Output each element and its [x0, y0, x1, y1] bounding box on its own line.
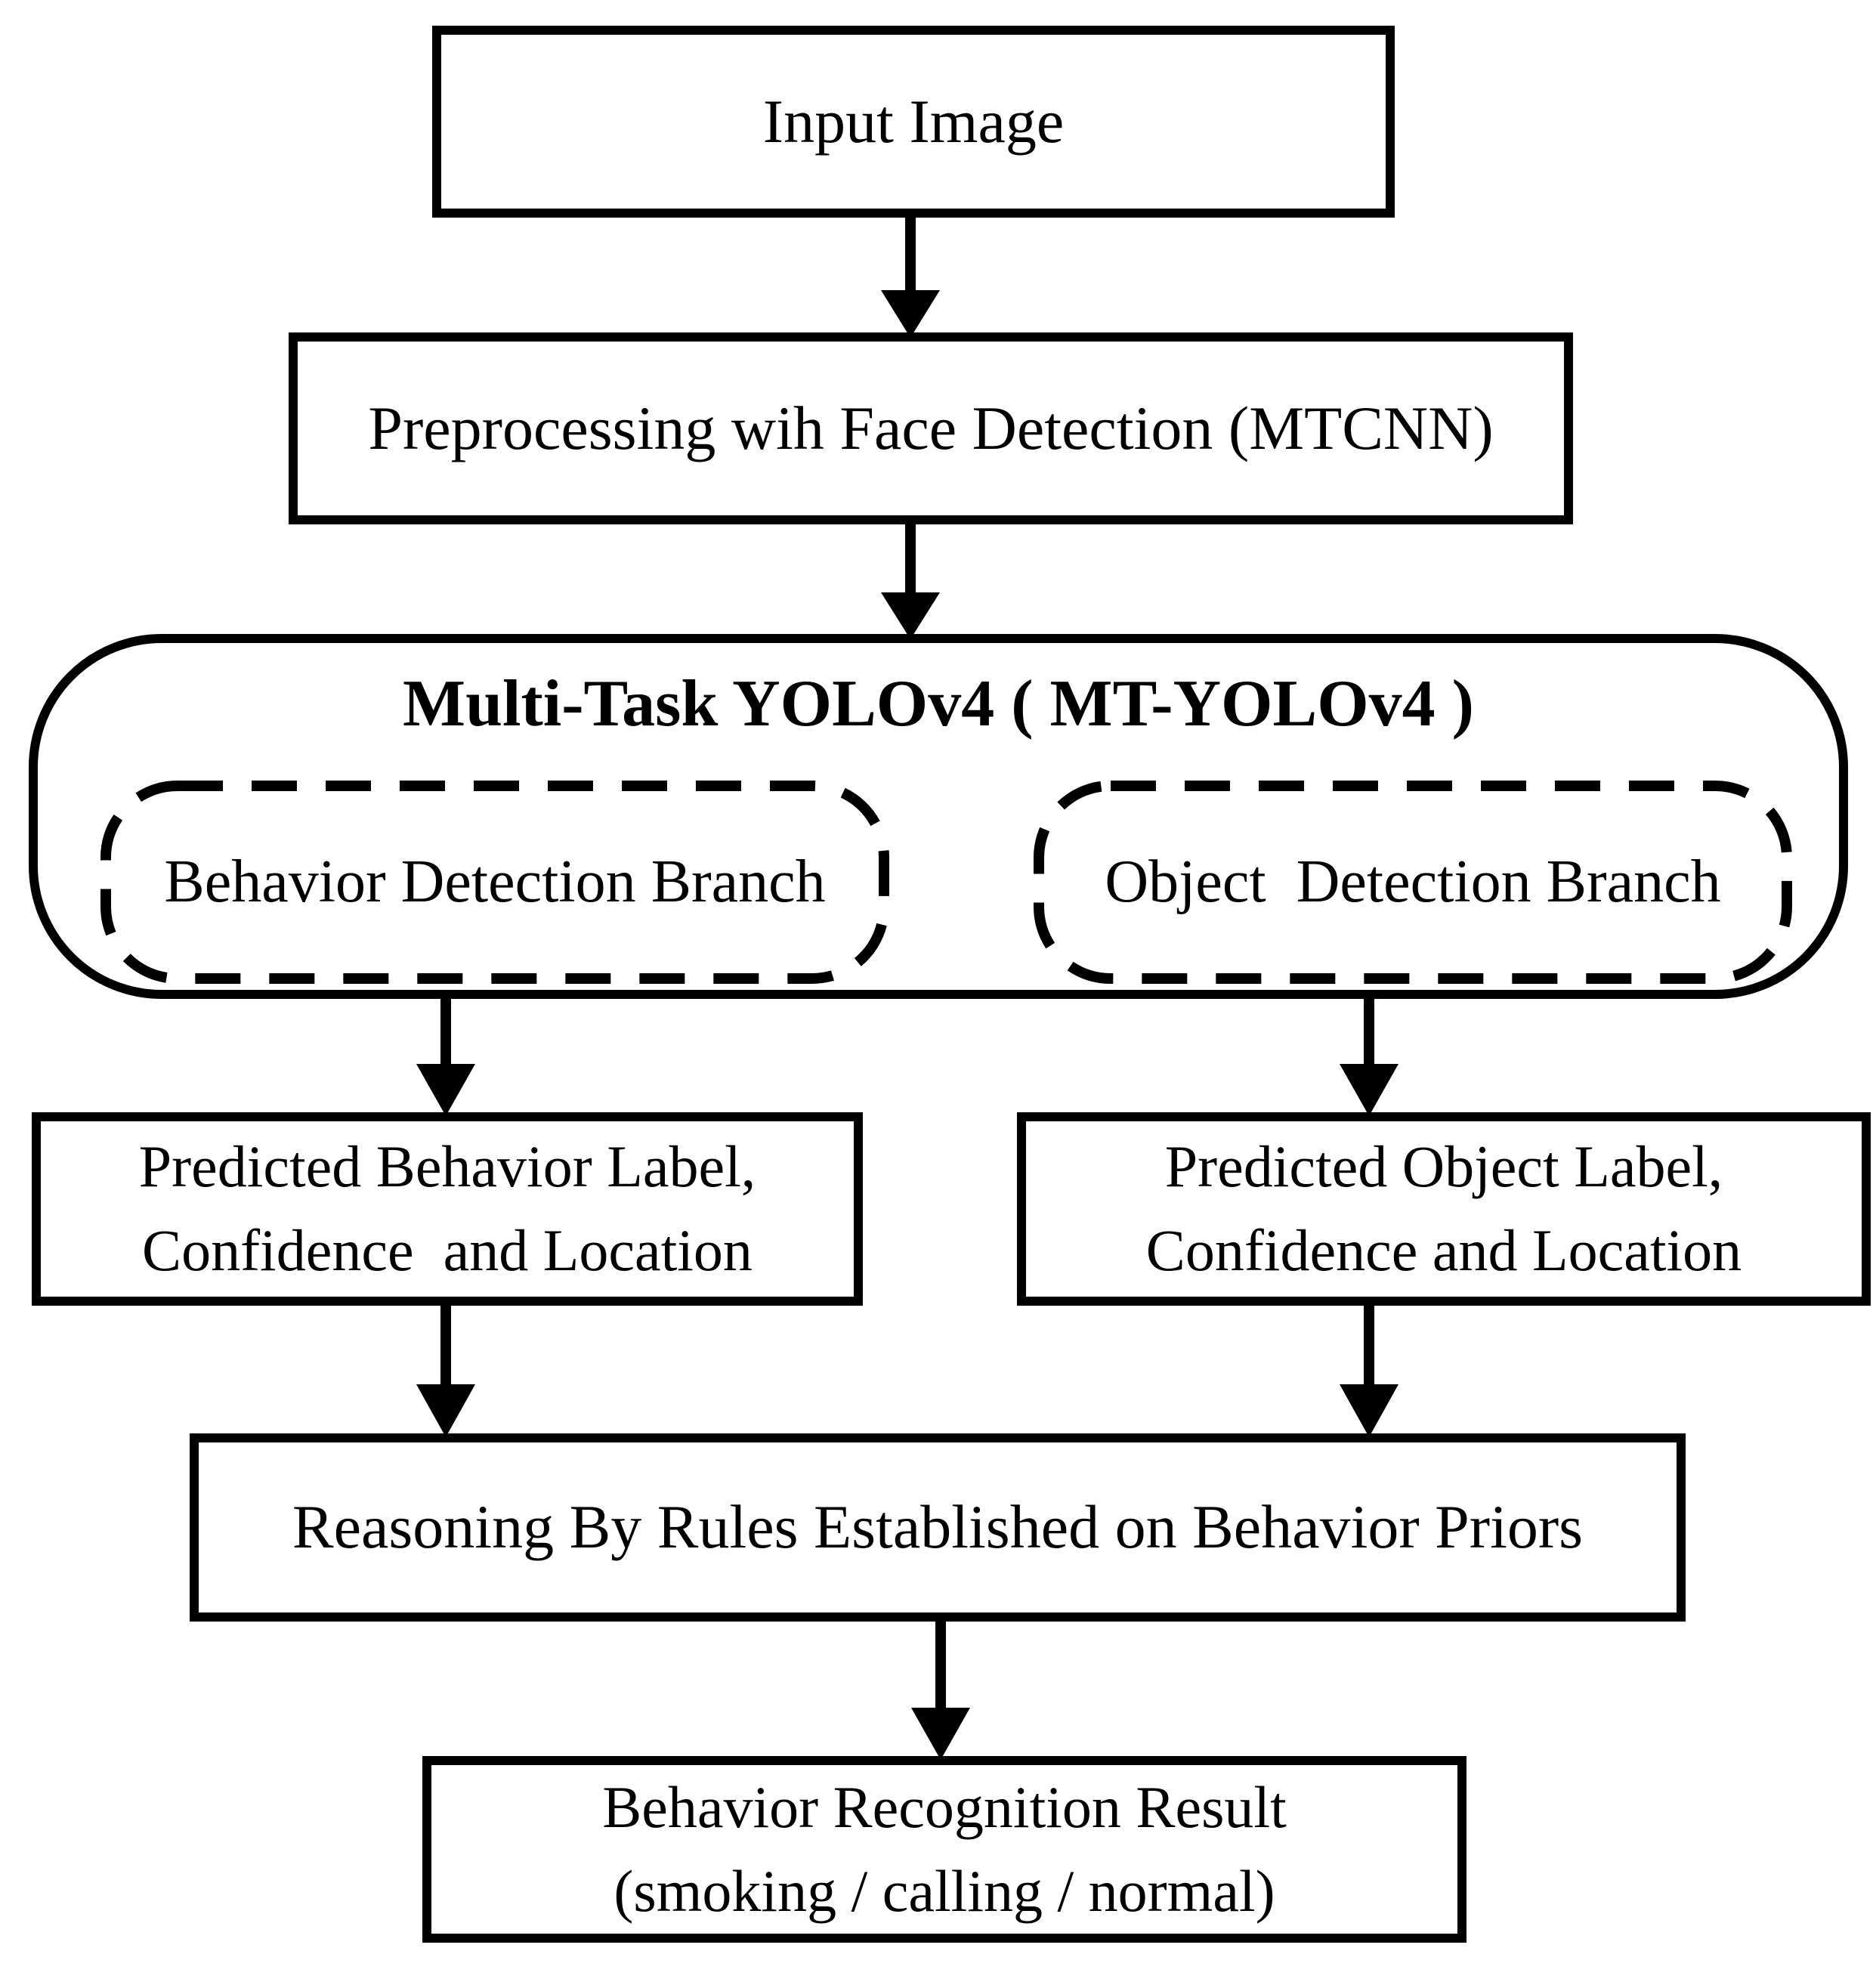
predicted-behavior-line1: Predicted Behavior Label, — [138, 1133, 756, 1200]
arrow-object-branch-to-predicted-object — [1340, 994, 1399, 1116]
result-line2: (smoking / calling / normal) — [613, 1857, 1275, 1924]
arrow-input-to-preprocessing — [881, 213, 940, 338]
mt-yolov4-container — [29, 634, 1848, 999]
predicted-object-line2: Confidence and Location — [1145, 1217, 1742, 1283]
behavior-branch-dashed-box — [100, 781, 889, 984]
result-line1: Behavior Recognition Result — [602, 1773, 1287, 1840]
predicted-object-box — [1017, 1112, 1871, 1306]
arrowhead-icon — [416, 1384, 475, 1437]
object-branch-dashed-box — [1034, 781, 1792, 984]
arrowhead-icon — [416, 1064, 475, 1116]
arrowhead-icon — [881, 592, 940, 639]
arrowhead-icon — [911, 1708, 970, 1760]
result-box — [422, 1756, 1466, 1943]
preprocessing-box — [289, 332, 1573, 524]
mt-yolov4-title: Multi-Task YOLOv4 ( MT-YOLOv4 ) — [403, 666, 1474, 741]
predicted-object-label: Predicted Object Label, Confidence and L… — [1021, 1117, 1866, 1301]
arrowhead-icon — [881, 290, 940, 338]
arrow-predicted-behavior-to-reasoning — [416, 1301, 475, 1437]
result-label: Behavior Recognition Result (smoking / c… — [427, 1761, 1462, 1938]
predicted-behavior-label: Predicted Behavior Label, Confidence and… — [36, 1117, 858, 1301]
arrow-reasoning-to-result — [911, 1617, 970, 1760]
arrowhead-icon — [1340, 1384, 1399, 1437]
object-branch-label: Object Detection Branch — [1105, 848, 1721, 915]
arrow-predicted-object-to-reasoning — [1340, 1301, 1399, 1437]
reasoning-label: Reasoning By Rules Established on Behavi… — [292, 1492, 1584, 1562]
input-image-box — [432, 26, 1395, 218]
arrow-behavior-branch-to-predicted-behavior — [416, 994, 475, 1116]
predicted-object-line1: Predicted Object Label, — [1164, 1133, 1723, 1200]
input-image-label: Input Image — [762, 86, 1065, 156]
predicted-behavior-line2: Confidence and Location — [142, 1217, 753, 1283]
preprocessing-label: Preprocessing wih Face Detection (MTCNN) — [368, 393, 1494, 462]
arrowhead-icon — [1340, 1064, 1399, 1116]
arrow-preprocessing-to-mt-yolov4 — [881, 520, 940, 639]
behavior-branch-label: Behavior Detection Branch — [164, 848, 826, 915]
